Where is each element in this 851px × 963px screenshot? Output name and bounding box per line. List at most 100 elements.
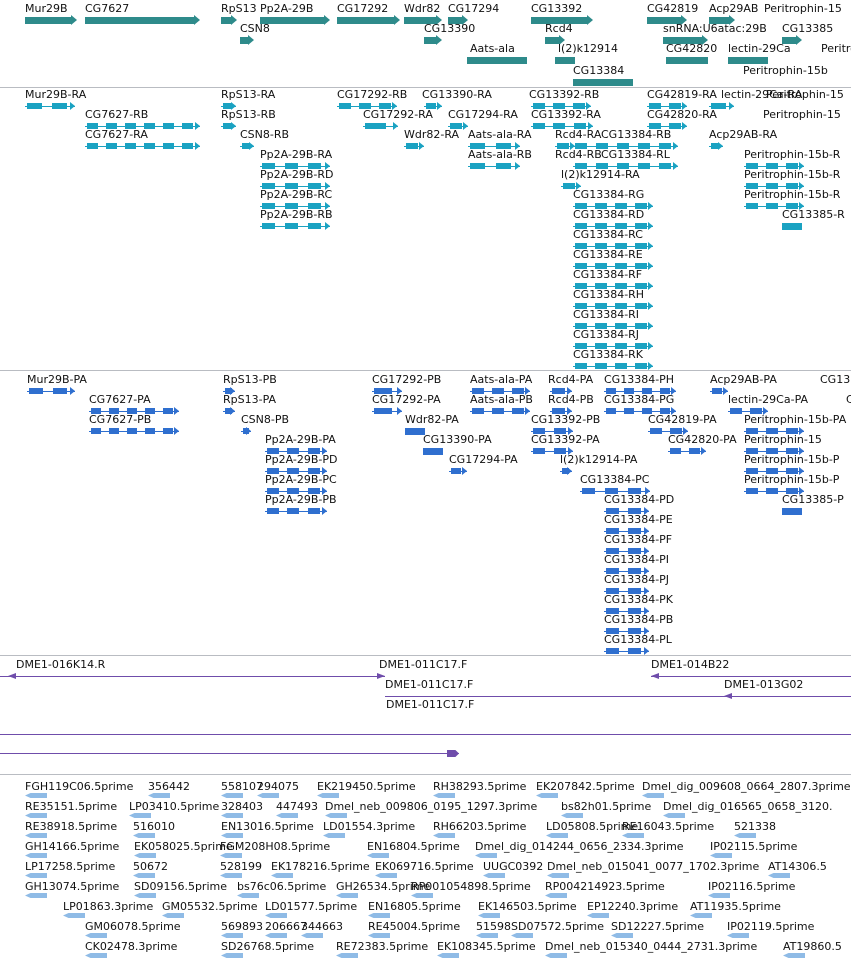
est-label[interactable]: AT14306.5: [768, 860, 827, 873]
est-glyph[interactable]: [622, 833, 644, 838]
transcript-label[interactable]: Pp2A-29B-RC: [260, 188, 333, 201]
feature-glyph[interactable]: [265, 506, 327, 516]
gene-label[interactable]: Wdr82: [404, 2, 441, 15]
est-glyph[interactable]: [134, 893, 156, 898]
est-label[interactable]: RH38293.5prime: [433, 780, 527, 793]
transcript-label[interactable]: CG13392-RA: [531, 108, 601, 121]
protein-label[interactable]: Aats-ala-PA: [470, 373, 533, 386]
est-glyph[interactable]: [237, 893, 259, 898]
est-glyph[interactable]: [63, 913, 85, 918]
protein-label[interactable]: CG13392-PB: [531, 413, 601, 426]
est-label[interactable]: 206667: [265, 920, 307, 933]
transcript-label[interactable]: Mur29B-RA: [25, 88, 87, 101]
transcript-label[interactable]: Peritrophin-15b-R: [744, 148, 841, 161]
est-label[interactable]: 344663: [301, 920, 343, 933]
transcript-label[interactable]: CG17292-RB: [337, 88, 408, 101]
gene-label[interactable]: CG13392: [531, 2, 583, 15]
feature-glyph[interactable]: [265, 466, 327, 476]
est-glyph[interactable]: [85, 933, 107, 938]
transcript-label[interactable]: CG17292-RA: [363, 108, 433, 121]
feature-glyph[interactable]: [647, 101, 687, 111]
feature-glyph[interactable]: [744, 446, 804, 456]
feature-glyph[interactable]: [604, 566, 649, 576]
clone-label[interactable]: DME1-011C17.F: [386, 698, 475, 711]
transcript-label[interactable]: RpS13-RA: [221, 88, 276, 101]
est-label[interactable]: 528199: [220, 860, 262, 873]
protein-label[interactable]: Wdr82-PA: [405, 413, 459, 426]
protein-label[interactable]: l(2)k12914-PA: [560, 453, 638, 466]
transcript-label[interactable]: CG13384-RG: [573, 188, 645, 201]
clone-label[interactable]: DME1-013G02: [724, 678, 804, 691]
protein-label[interactable]: CG13384-PB: [604, 613, 674, 626]
feature-glyph[interactable]: [470, 406, 530, 416]
est-label[interactable]: FGH119C06.5prime: [25, 780, 134, 793]
feature-glyph[interactable]: [573, 301, 653, 311]
est-glyph[interactable]: [433, 833, 455, 838]
protein-label[interactable]: CG13384-PH: [604, 373, 675, 386]
est-glyph[interactable]: [271, 873, 293, 878]
est-label[interactable]: Dmel_dig_009608_0664_2807.3prime: [642, 780, 851, 793]
feature-glyph[interactable]: [782, 506, 802, 516]
est-label[interactable]: EK069716.5prime: [375, 860, 474, 873]
protein-label[interactable]: Peritrophin-15: [744, 433, 822, 446]
est-glyph[interactable]: [437, 953, 459, 958]
feature-glyph[interactable]: [265, 486, 327, 496]
est-glyph[interactable]: [221, 833, 243, 838]
est-label[interactable]: RE45004.5prime: [368, 920, 461, 933]
feature-glyph[interactable]: [531, 101, 591, 111]
est-glyph[interactable]: [25, 873, 47, 878]
feature-glyph[interactable]: [467, 55, 527, 65]
est-label[interactable]: LD05808.5prime: [546, 820, 639, 833]
gene-label[interactable]: CG7627: [85, 2, 130, 15]
est-label[interactable]: UUGC0392: [483, 860, 544, 873]
est-glyph[interactable]: [368, 933, 390, 938]
feature-glyph[interactable]: [241, 426, 251, 436]
est-glyph[interactable]: [561, 813, 583, 818]
est-glyph[interactable]: [265, 913, 287, 918]
feature-glyph[interactable]: [363, 121, 398, 131]
gene-label[interactable]: Aats-ala: [470, 42, 515, 55]
est-label[interactable]: GH13074.5prime: [25, 880, 120, 893]
transcript-label[interactable]: Rcd4-RA: [555, 128, 602, 141]
protein-label[interactable]: Peritrophin-15b-P: [744, 473, 840, 486]
est-glyph[interactable]: [734, 833, 756, 838]
transcript-label[interactable]: CG42819-RA: [647, 88, 717, 101]
feature-glyph[interactable]: [240, 35, 254, 45]
feature-glyph[interactable]: [668, 446, 706, 456]
feature-glyph[interactable]: [223, 406, 235, 416]
transcript-label[interactable]: Acp29AB-RA: [709, 128, 778, 141]
feature-glyph[interactable]: [604, 546, 649, 556]
feature-glyph[interactable]: [85, 121, 200, 131]
feature-glyph[interactable]: [470, 386, 530, 396]
est-label[interactable]: bs76c06.5prime: [237, 880, 327, 893]
feature-glyph[interactable]: [260, 221, 330, 231]
clone-label[interactable]: DME1-016K14.R: [16, 658, 106, 671]
transcript-label[interactable]: CG13385-R: [782, 208, 845, 221]
transcript-label[interactable]: CG13392-RB: [529, 88, 600, 101]
transcript-label[interactable]: CG7627-RA: [85, 128, 148, 141]
feature-glyph[interactable]: [89, 406, 179, 416]
est-glyph[interactable]: [221, 813, 243, 818]
est-label[interactable]: EK207842.5prime: [536, 780, 635, 793]
transcript-label[interactable]: CG13384-RJ: [573, 328, 640, 341]
protein-label[interactable]: CG13384-PJ: [604, 573, 670, 586]
est-glyph[interactable]: [25, 833, 47, 838]
est-label[interactable]: EN16804.5prime: [367, 840, 460, 853]
est-glyph[interactable]: [536, 793, 558, 798]
est-label[interactable]: 516010: [133, 820, 175, 833]
protein-label[interactable]: Pp2A-29B-PC: [265, 473, 337, 486]
est-glyph[interactable]: [663, 813, 685, 818]
feature-glyph[interactable]: [709, 141, 723, 151]
est-label[interactable]: FGM208H08.5prime: [220, 840, 331, 853]
protein-label[interactable]: Pp2A-29B-PA: [265, 433, 336, 446]
feature-glyph[interactable]: [531, 121, 593, 131]
transcript-label[interactable]: CG13384-RH: [573, 288, 645, 301]
est-label[interactable]: Dmel_neb_015041_0077_1702.3prime: [547, 860, 760, 873]
feature-glyph[interactable]: [337, 101, 397, 111]
feature-glyph[interactable]: [372, 386, 402, 396]
transcript-label[interactable]: Rcd4-RB: [555, 148, 602, 161]
est-glyph[interactable]: [642, 793, 664, 798]
est-glyph[interactable]: [727, 933, 749, 938]
gene-label[interactable]: CG42820: [666, 42, 718, 55]
feature-glyph[interactable]: [744, 201, 804, 211]
